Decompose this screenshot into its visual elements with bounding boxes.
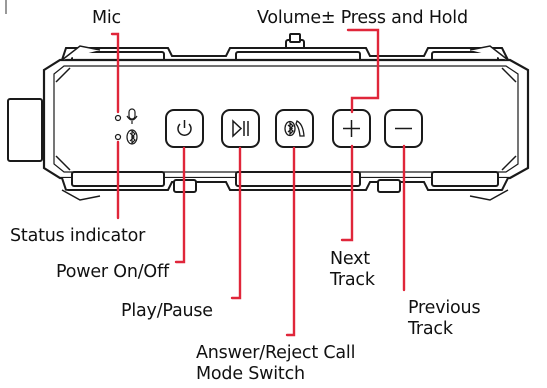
volume-leader [346,28,380,114]
play-pause-button[interactable] [221,109,260,148]
play-leader [230,146,242,300]
status-indicators [114,108,138,145]
status-led [114,133,122,141]
power-button[interactable] [165,109,204,148]
next-leader [340,144,354,242]
answer-leader [285,146,296,337]
label-mic: Mic [92,8,121,28]
phone-bluetooth-icon [284,120,305,137]
volume-down-button[interactable] [384,109,423,148]
power-icon [177,120,192,136]
label-next-track: Next Track [330,249,375,290]
answer-call-button[interactable] [275,109,314,148]
play-pause-icon [232,119,249,138]
label-answer-call: Answer/Reject Call Mode Switch [196,343,356,384]
label-play-pause: Play/Pause [121,301,213,321]
mic-hole [114,114,122,122]
label-power: Power On/Off [56,262,169,282]
plus-icon [343,120,360,137]
label-previous-track: Previous Track [408,298,481,339]
power-leader [174,146,186,264]
side-strap [7,98,43,162]
volume-up-button[interactable] [332,109,371,148]
label-status-indicator: Status indicator [10,226,146,246]
mic-leader [110,32,120,114]
microphone-icon [126,108,138,124]
bluetooth-icon [126,129,138,145]
label-volume: Volume± Press and Hold [257,8,468,28]
leader-lines [110,28,406,337]
